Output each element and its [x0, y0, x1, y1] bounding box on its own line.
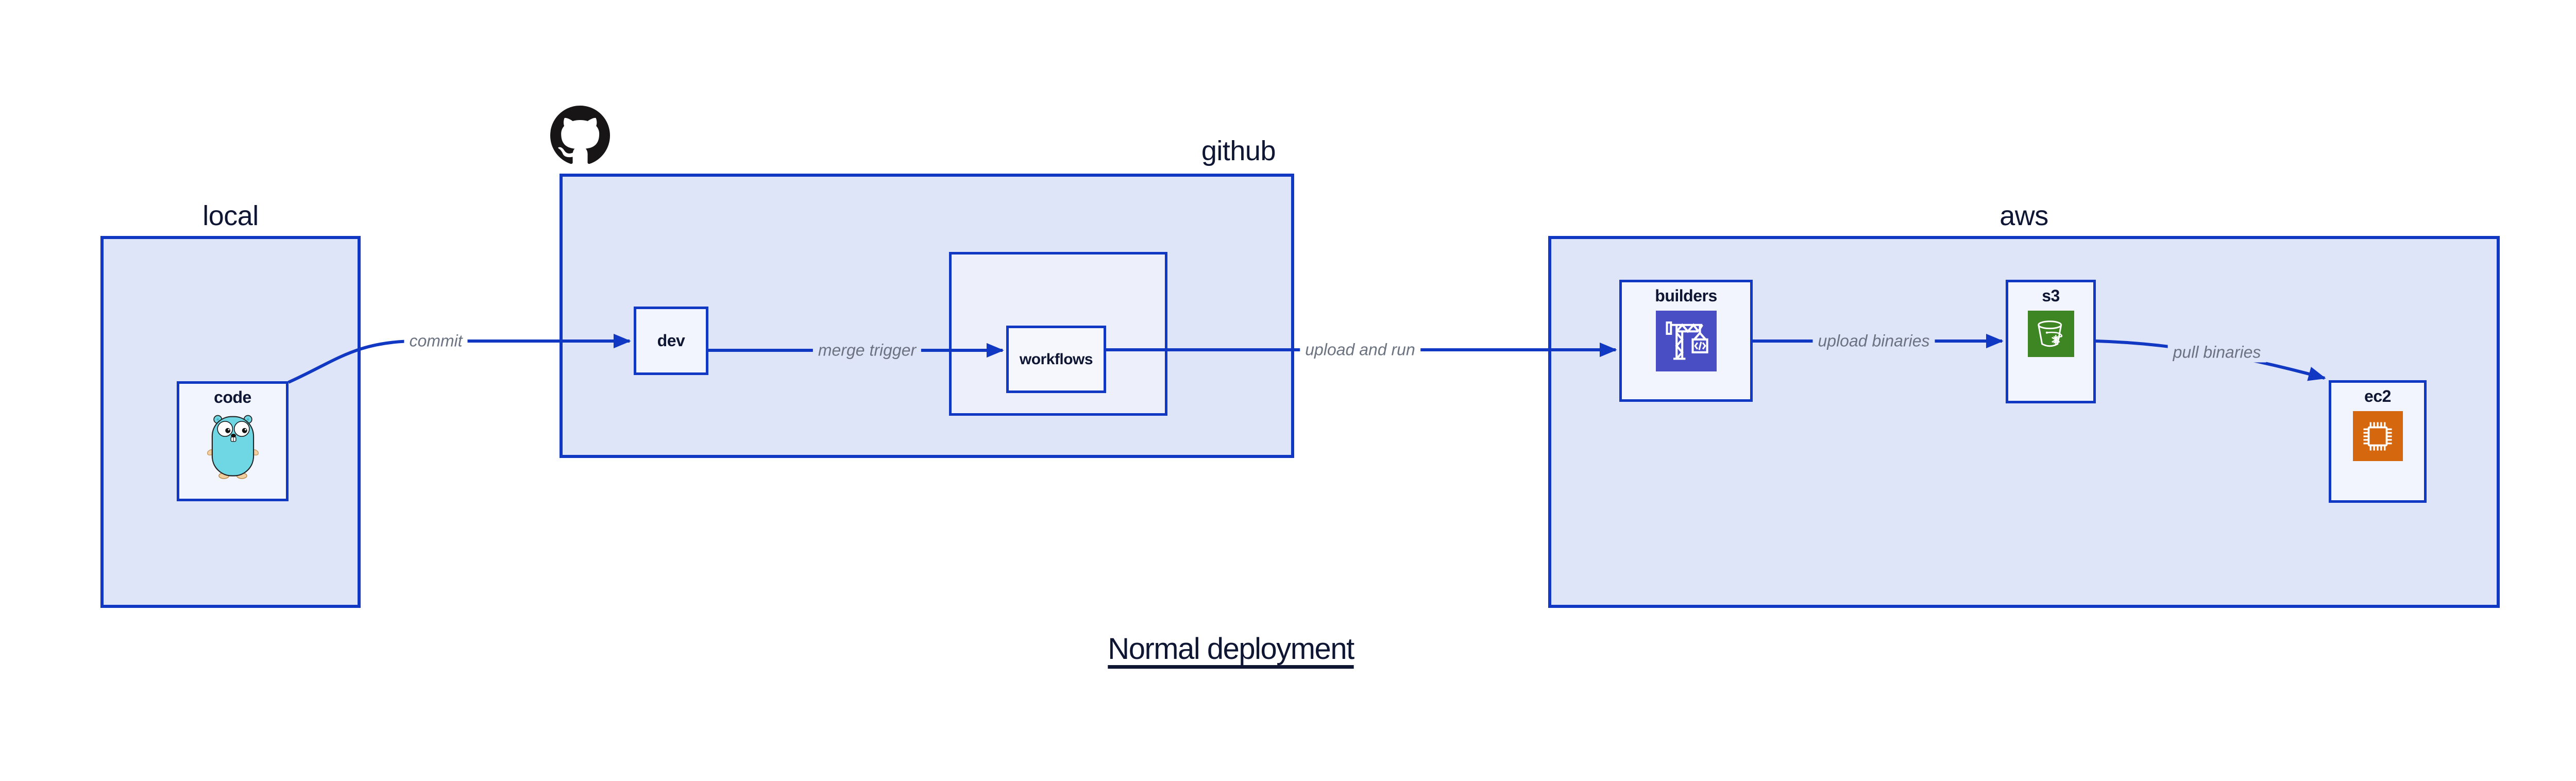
aws-group-label: aws [1999, 200, 2048, 231]
ec2-node-box: ec2 [2329, 380, 2427, 503]
cpu-chip-icon [2352, 411, 2403, 461]
dev-node-box: dev [634, 307, 708, 375]
local-group-box [100, 236, 361, 608]
codebuild-crane-icon [1655, 311, 1717, 371]
github-octocat-logo-icon [550, 106, 610, 165]
s3-bucket-icon [2027, 311, 2074, 357]
upload-and-run-edge-label: upload and run [1300, 339, 1420, 360]
commit-edge-label: commit [404, 331, 468, 351]
go-gopher-icon [207, 412, 259, 479]
code-node-label: code [214, 388, 251, 406]
ec2-node-label: ec2 [2364, 387, 2391, 405]
github-group-label: github [1201, 135, 1276, 166]
dev-node-label: dev [657, 331, 685, 350]
commit-arrow [287, 333, 631, 384]
builders-node-label: builders [1655, 286, 1717, 305]
merge-trigger-edge-label: merge trigger [812, 340, 922, 361]
code-node-box: code [177, 381, 289, 501]
builders-node-box: builders [1619, 280, 1753, 402]
workflows-node-box: workflows [1006, 326, 1106, 393]
pull-binaries-edge-label: pull binaries [2167, 342, 2266, 363]
s3-node-box: s3 [2006, 280, 2096, 403]
diagram-title: Normal deployment [1108, 632, 1354, 666]
upload-binaries-edge-label: upload binaries [1812, 331, 1935, 351]
s3-node-label: s3 [2042, 286, 2060, 305]
local-group-label: local [202, 200, 259, 231]
workflows-node-label: workflows [1019, 350, 1093, 368]
